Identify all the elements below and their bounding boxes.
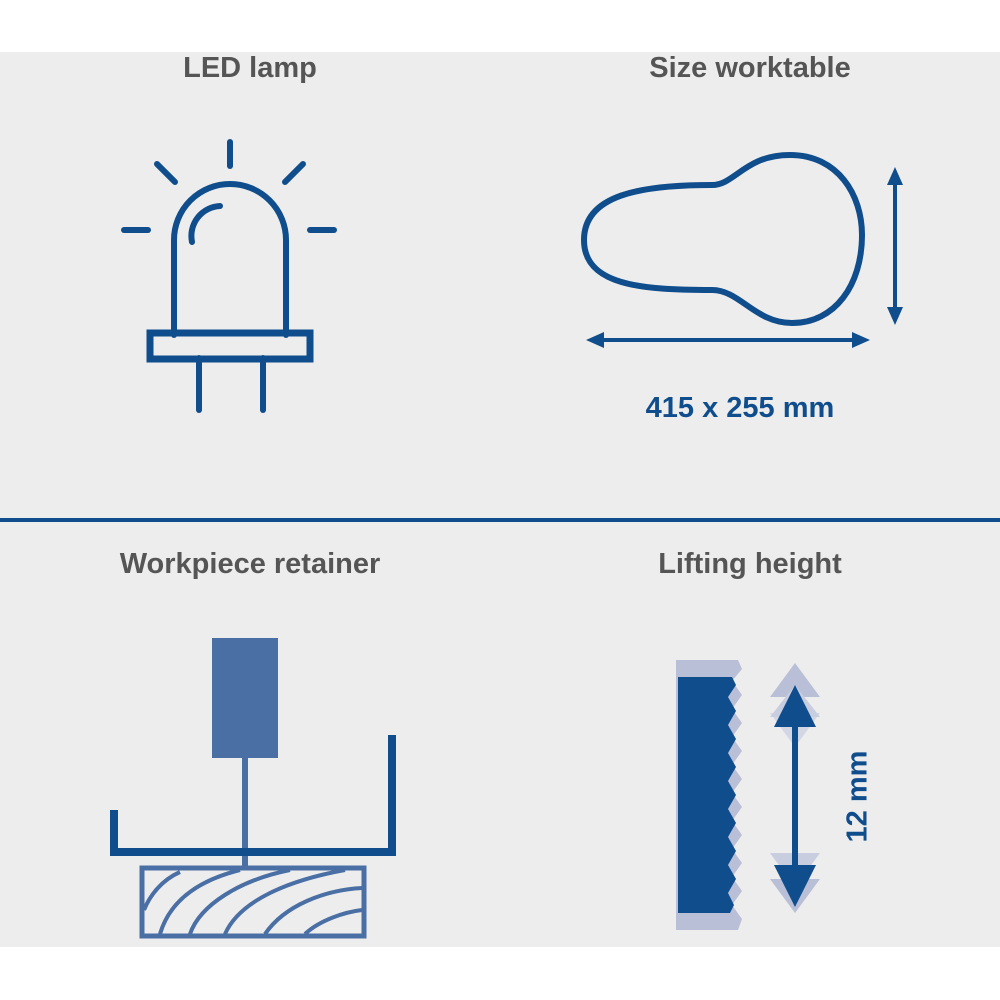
feature-panel [0, 52, 1000, 947]
worktable-dimension: 415 x 255 mm [645, 392, 835, 424]
workpiece-retainer-title: Workpiece retainer [119, 548, 381, 580]
lifting-height-title: Lifting height [658, 548, 842, 580]
led-lamp-title: LED lamp [183, 52, 317, 84]
row-divider [0, 518, 1000, 522]
size-worktable-title: Size worktable [649, 52, 851, 84]
saw-blade-stroke-icon [676, 660, 820, 930]
workpiece-clamp-icon [110, 638, 396, 939]
worktable-outline-icon [580, 151, 903, 348]
lifting-height-dimension: 12 mm [841, 750, 874, 843]
led-bulb-icon [121, 139, 337, 413]
